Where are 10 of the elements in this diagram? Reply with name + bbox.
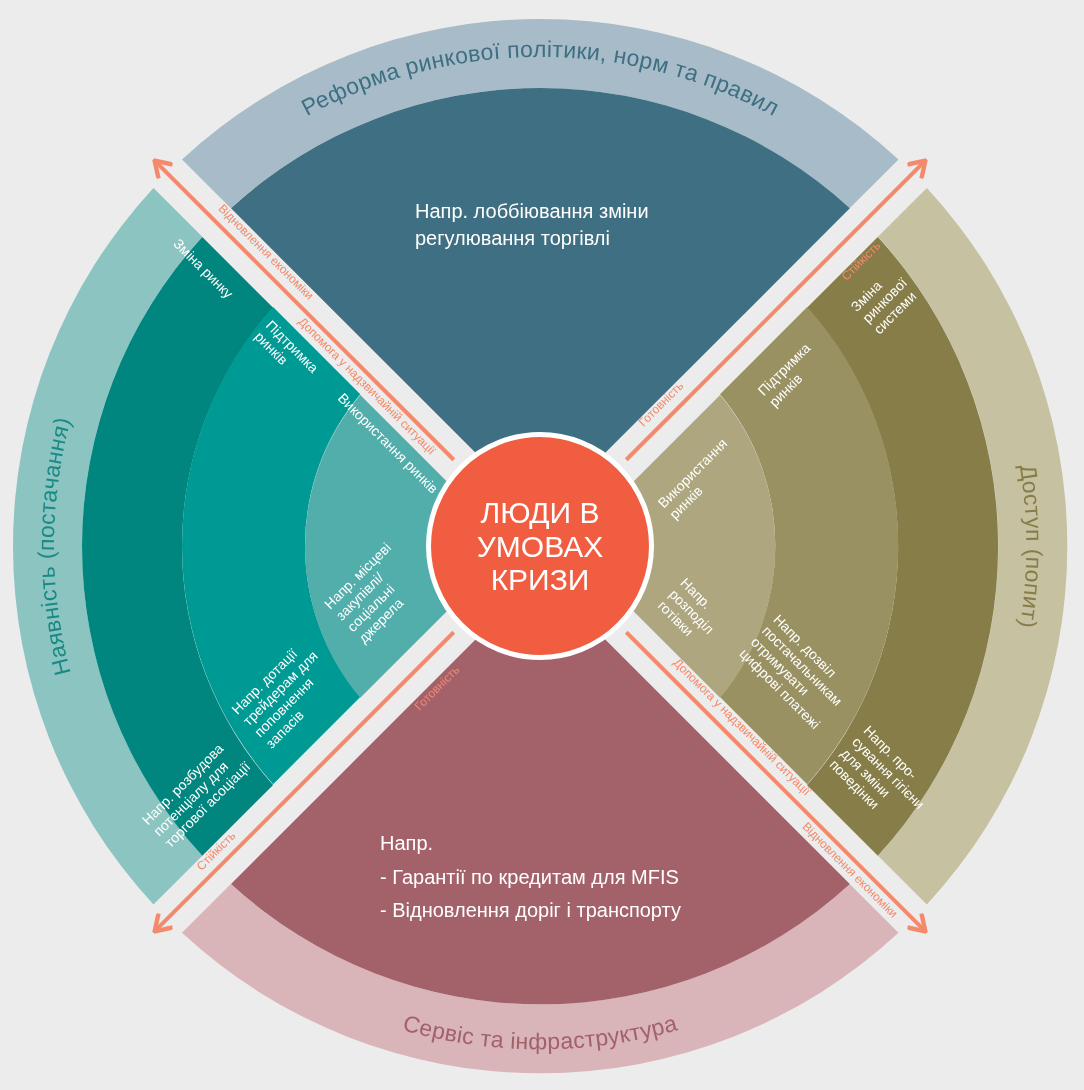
arrow xyxy=(624,158,928,462)
list-item: - Відновлення доріг і транспорту xyxy=(380,898,682,922)
list-item: - Гарантії по кредитам для MFIS xyxy=(380,865,680,889)
arrow xyxy=(624,630,928,934)
example-text: Напр. xyxy=(380,831,435,855)
arrow xyxy=(152,630,456,934)
center-title: ЛЮДИ В УМОВАХ КРИЗИ xyxy=(475,495,605,597)
arrow xyxy=(152,158,456,462)
band-title: Сервіс та інфраструктура xyxy=(400,1009,680,1055)
example-text: Напр. лоббіювання зміни регулювання торгівлі xyxy=(415,199,650,251)
